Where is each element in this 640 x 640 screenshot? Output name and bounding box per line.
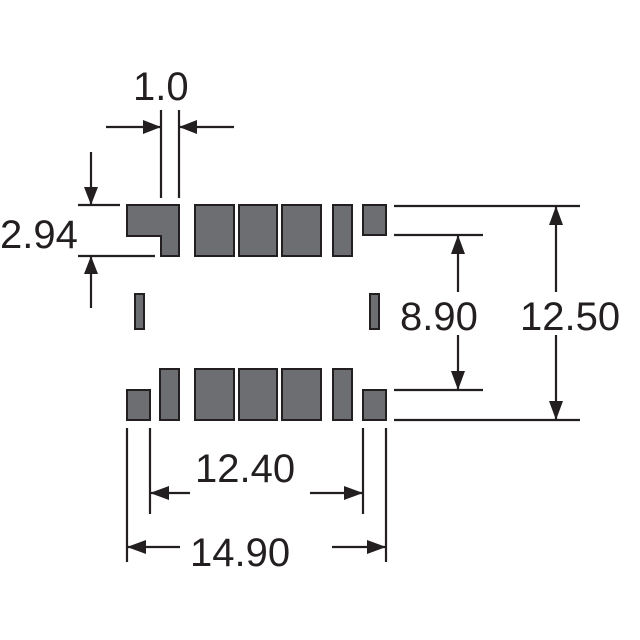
dimension-label: 12.50: [520, 295, 620, 339]
arrow-up: [451, 235, 465, 254]
pad-top-4: [281, 204, 322, 257]
pad-bottom-7: [362, 389, 387, 421]
arrow-up: [84, 256, 98, 274]
arrow-down: [84, 187, 98, 205]
dimension-label: 1.0: [133, 65, 189, 109]
pad-top-2: [194, 204, 235, 257]
arrow-right: [367, 540, 386, 554]
arrow-left: [150, 486, 169, 500]
dimension-inner-span: 12.40: [148, 428, 365, 514]
top-pad-row: [126, 204, 387, 257]
pad-bottom-4: [238, 368, 278, 421]
pad-bottom-6: [332, 368, 353, 421]
arrow-up: [549, 206, 563, 225]
dimension-pad-height: 2.94: [0, 152, 155, 308]
pad-mid-right: [369, 293, 380, 330]
bottom-pad-row: [126, 368, 387, 421]
dimension-label: 8.90: [400, 295, 478, 339]
dimension-pad-gap: 1.0: [106, 65, 234, 198]
dimension-outer-spacing: 12.50: [394, 204, 620, 422]
dimension-label: 12.40: [195, 447, 295, 491]
arrow-right: [344, 486, 363, 500]
pad-top-6: [362, 204, 387, 236]
pad-bottom-3: [194, 368, 235, 421]
arrow-right: [143, 120, 161, 134]
pad-bottom-2: [159, 368, 180, 421]
pad-top-5: [332, 204, 353, 257]
dimension-outer-span: 14.90: [125, 428, 388, 575]
dimension-label: 14.90: [190, 531, 290, 575]
arrow-left: [127, 540, 146, 554]
pad-pin1-l-shape: [126, 204, 180, 257]
pad-bottom-1: [126, 389, 151, 421]
pad-top-3: [238, 204, 278, 257]
arrow-down: [549, 401, 563, 420]
arrow-down: [451, 371, 465, 390]
pad-mid-left: [134, 293, 145, 330]
pad-bottom-5: [281, 368, 322, 421]
dimension-label: 2.94: [0, 213, 78, 257]
arrow-left: [179, 120, 197, 134]
dimension-inner-spacing: 8.90: [394, 233, 483, 392]
